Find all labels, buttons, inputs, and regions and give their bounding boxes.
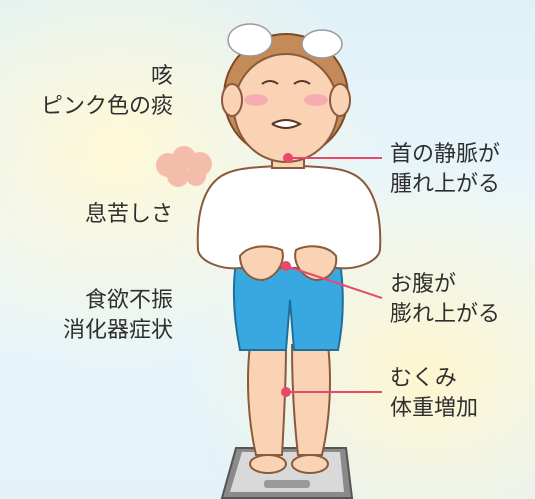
- label-belly-1: お腹が: [390, 272, 457, 297]
- breath-puff-icon: [156, 146, 212, 187]
- bathroom-scale: [220, 447, 354, 499]
- belly-pointer: [285, 265, 383, 299]
- label-digestive-symptoms: 消化器症状: [62, 318, 173, 343]
- label-appetite-loss: 食欲不振: [84, 288, 173, 313]
- label-edema-1: むくみ: [390, 366, 457, 391]
- label-belly-2: 膨れ上がる: [390, 302, 501, 327]
- label-cough: 咳: [150, 64, 173, 89]
- label-neck-vein-1: 首の静脈が: [390, 142, 501, 167]
- hands: [238, 245, 338, 282]
- blue-shorts: [232, 261, 344, 351]
- label-breathlessness: 息苦しさ: [84, 202, 173, 227]
- label-edema-2: 体重増加: [390, 396, 479, 421]
- legs: [247, 344, 331, 474]
- white-shirt: [196, 165, 382, 270]
- pointer-lines: [281, 153, 383, 397]
- label-pink-phlegm: ピンク色の痰: [40, 94, 173, 119]
- head: [221, 23, 351, 163]
- label-neck-vein-2: 腫れ上がる: [390, 172, 501, 197]
